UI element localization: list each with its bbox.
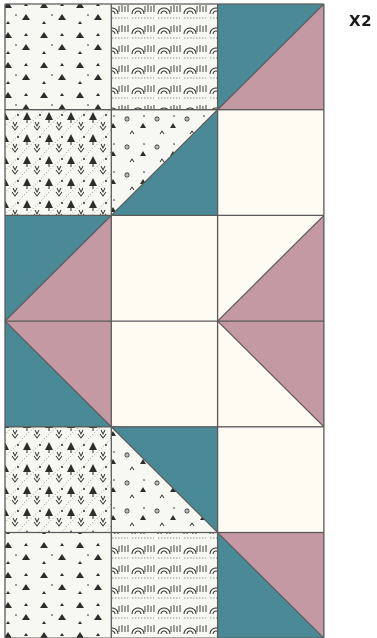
quilt-block-r3c3 (218, 215, 324, 321)
quilt-block-r2c3 (218, 110, 324, 216)
repeat-multiplier-label: X2 (349, 12, 372, 30)
quilt-block-r4c1 (5, 321, 111, 427)
quilt-block-r5c2 (111, 427, 217, 533)
quilt-block-r6c2 (111, 533, 217, 638)
quilt-block-r2c2 (111, 110, 217, 216)
quilt-block-r3c1 (5, 215, 111, 321)
quilt-block-r3c2 (111, 215, 217, 321)
quilt-block-r1c3 (218, 4, 324, 110)
quilt-block-r6c3 (218, 533, 324, 638)
quilt-block-r6c1 (5, 533, 111, 638)
quilt-block-r2c1 (5, 110, 111, 216)
quilt-block-r1c1 (5, 4, 111, 110)
quilt-block-r5c3 (218, 427, 324, 533)
quilt-block-r1c2 (111, 4, 217, 110)
quilt-block-r4c3 (218, 321, 324, 427)
quilt-block-r4c2 (111, 321, 217, 427)
quilt-block-r5c1 (5, 427, 111, 533)
